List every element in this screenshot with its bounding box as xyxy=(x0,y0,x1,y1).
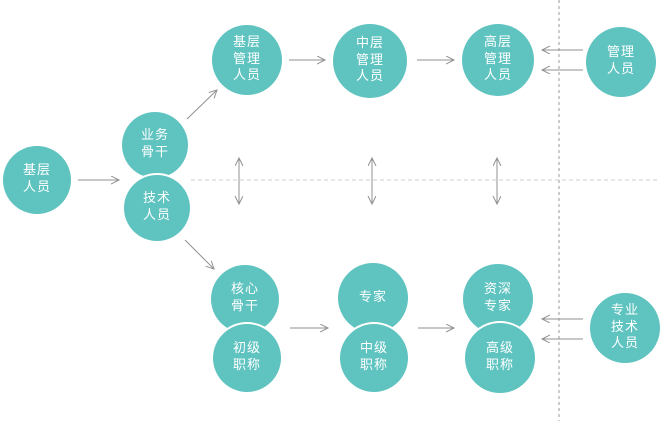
node-management-staff: 管理 人员 xyxy=(586,27,656,97)
arrow-technical-to-core-backbone xyxy=(184,239,214,269)
node-intermediate-title: 中级 职称 xyxy=(340,324,408,392)
node-core-backbone: 核心 骨干 xyxy=(211,265,279,333)
arrow-backbone-to-grassroots-manager xyxy=(186,90,217,120)
node-technical-staff: 技术 人员 xyxy=(124,175,190,241)
node-professional-technical-staff: 专业 技术 人员 xyxy=(590,293,660,363)
node-junior-title: 初级 职称 xyxy=(213,324,281,392)
node-expert: 专家 xyxy=(338,263,408,333)
node-grassroots-manager: 基层 管理 人员 xyxy=(212,25,282,95)
node-middle-manager: 中层 管理 人员 xyxy=(333,24,407,98)
node-senior-expert: 资深 专家 xyxy=(463,264,533,334)
node-senior-title: 高级 职称 xyxy=(465,323,535,393)
node-business-backbone: 业务 骨干 xyxy=(122,112,188,178)
node-senior-manager: 高层 管理 人员 xyxy=(462,24,534,96)
node-grassroots-staff: 基层 人员 xyxy=(3,146,71,214)
